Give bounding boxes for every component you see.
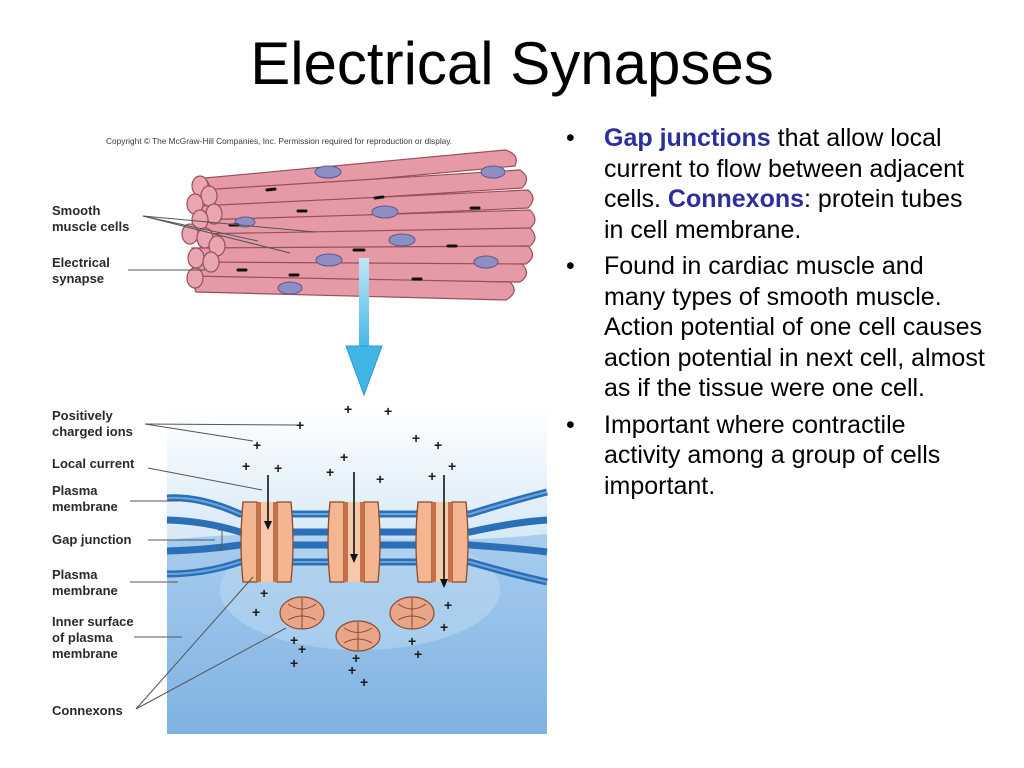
ion-plus: + (326, 464, 334, 480)
label-charged-ions: charged ions (52, 424, 133, 439)
copyright-text: Copyright © The McGraw-Hill Companies, I… (106, 136, 452, 146)
ion-plus: + (252, 604, 260, 620)
ion-plus: + (253, 437, 261, 453)
bullet-marker: • (566, 410, 575, 439)
bullet-marker: • (566, 124, 575, 152)
page-title: Electrical Synapses (250, 30, 774, 97)
ion-plus: + (298, 641, 306, 657)
label-connexons: Connexons (52, 703, 123, 718)
positive-ions: + + + + + + + + + + + + + + + + + + + + … (242, 401, 456, 690)
ion-plus: + (260, 585, 268, 601)
ion-plus: + (434, 437, 442, 453)
bullet-text: : protein tubes in cell membrane. (604, 185, 963, 244)
top-leader-lines (128, 215, 316, 271)
label-membrane-top: membrane (52, 499, 118, 514)
ion-plus: + (414, 646, 422, 662)
bullet-text: Found in cardiac muscle and many types o… (604, 252, 985, 402)
muscle-bundle (181, 149, 536, 301)
ion-plus: + (274, 460, 282, 476)
label-inner-membrane: membrane (52, 646, 118, 661)
bullet-text: that allow local current to flow between… (604, 124, 964, 213)
bullet-term-gap-junctions: Gap junctions (604, 124, 771, 152)
zoom-arrow (345, 258, 383, 397)
ion-plus: + (348, 662, 356, 678)
label-inner-surface: Inner surface (52, 614, 134, 629)
label-electrical: Electrical (52, 255, 110, 270)
label-smooth: Smooth (52, 203, 100, 218)
ion-plus: + (290, 632, 298, 648)
ion-plus: + (440, 619, 448, 635)
bottom-leader-lines (130, 423, 298, 710)
bullet-text: Important where contractile activity amo… (604, 410, 941, 500)
ion-plus: + (444, 597, 452, 613)
ion-plus: + (428, 468, 436, 484)
label-of-plasma: of plasma (52, 630, 113, 645)
ion-plus: + (290, 655, 298, 671)
label-synapse: synapse (52, 271, 104, 286)
bullet-term-connexons: Connexons (667, 185, 805, 213)
bullet-marker: • (566, 252, 575, 280)
ion-plus: + (340, 449, 348, 465)
label-plasma-bottom: Plasma (52, 567, 98, 582)
ion-plus: + (360, 674, 368, 690)
ion-plus: + (344, 401, 352, 417)
ion-plus: + (242, 458, 250, 474)
ion-plus: + (384, 403, 392, 419)
label-local-current: Local current (52, 456, 135, 471)
electrical-synapse-figure: Copyright © The McGraw-Hill Companies, I… (44, 125, 548, 737)
label-gap-junction: Gap junction (52, 532, 132, 547)
figure-svg: Copyright © The McGraw-Hill Companies, I… (52, 136, 548, 734)
ion-plus: + (352, 650, 360, 666)
label-plasma-top: Plasma (52, 483, 98, 498)
ion-plus: + (448, 458, 456, 474)
bullet-item-gap-junctions: • Gap junctions that allow local current … (566, 123, 986, 245)
nuclei (234, 165, 506, 295)
ion-plus: + (376, 471, 384, 487)
label-membrane-bottom: membrane (52, 583, 118, 598)
ion-plus: + (296, 417, 304, 433)
label-muscle-cells: muscle cells (52, 219, 129, 234)
bullet-item-important: • Important where contractile activity am… (566, 410, 986, 502)
ion-plus: + (412, 430, 420, 446)
gap-junction-panel: + + + + + + + + + + + + + + + + + + + + … (166, 401, 548, 734)
bullet-item-cardiac: • Found in cardiac muscle and many types … (566, 251, 986, 404)
label-positively: Positively (52, 408, 113, 423)
bullet-list: • Gap junctions that allow local current … (566, 123, 986, 507)
ion-plus: + (408, 633, 416, 649)
connexon-channels (240, 472, 469, 588)
